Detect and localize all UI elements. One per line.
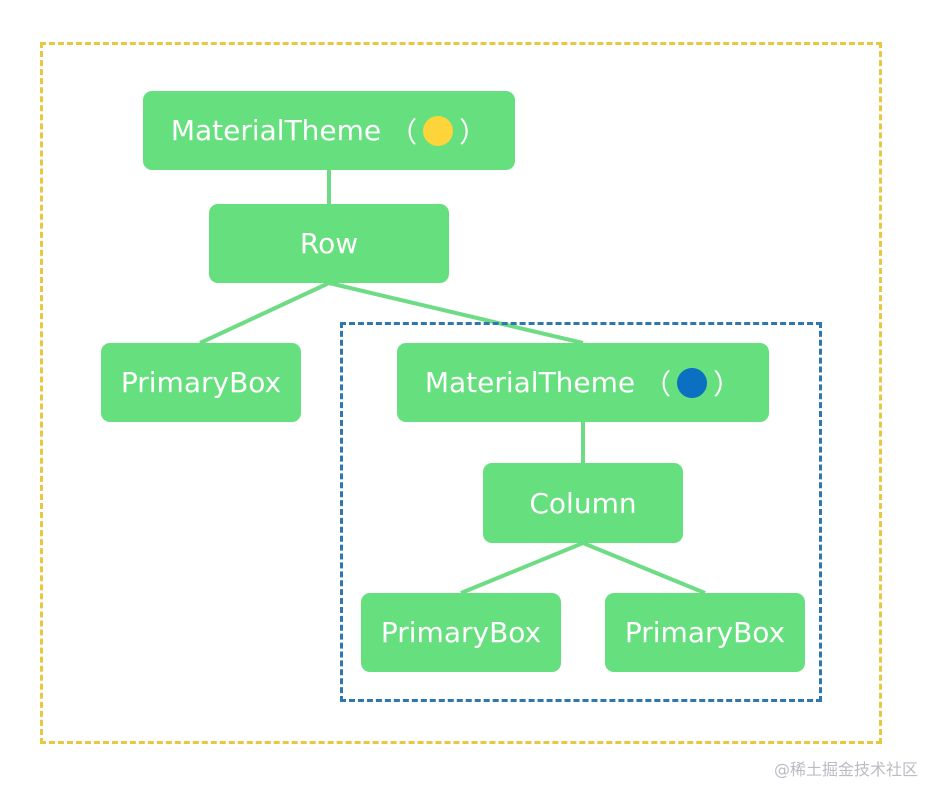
node-label: Row	[299, 227, 359, 260]
watermark: @稀土掘金技术社区	[773, 760, 918, 779]
node-label: Column	[529, 486, 637, 520]
node-inner-material-theme: MaterialTheme （ ）	[397, 343, 769, 422]
node-label: PrimaryBox	[380, 616, 542, 649]
node-primary-box-bottom-left: PrimaryBox	[361, 593, 561, 672]
yellow-theme-dot-icon	[423, 115, 454, 146]
blue-theme-dot-icon	[677, 367, 708, 398]
close-paren: ）	[459, 115, 488, 149]
link-row-to-inner-theme	[328, 281, 584, 345]
node-label: MaterialTheme	[170, 114, 382, 147]
node-outer-material-theme: MaterialTheme （ ）	[143, 91, 515, 170]
link-column-to-primary-box-bottom-right	[582, 541, 706, 595]
close-paren: ）	[713, 367, 742, 401]
inner-theme-scope-frame	[340, 322, 822, 702]
outer-theme-scope-frame	[40, 42, 882, 744]
node-primary-box-left: PrimaryBox	[101, 343, 301, 422]
link-column-to-primary-box-bottom-left	[460, 541, 584, 595]
open-paren: （	[643, 367, 672, 401]
node-primary-box-bottom-right: PrimaryBox	[605, 593, 805, 672]
link-row-to-primary-box-left	[199, 281, 330, 345]
open-paren: （	[389, 115, 418, 149]
node-row: Row	[209, 204, 449, 283]
node-column: Column	[483, 463, 683, 543]
node-label: PrimaryBox	[624, 616, 786, 649]
node-label: MaterialTheme	[424, 366, 636, 399]
node-label: PrimaryBox	[120, 366, 282, 399]
